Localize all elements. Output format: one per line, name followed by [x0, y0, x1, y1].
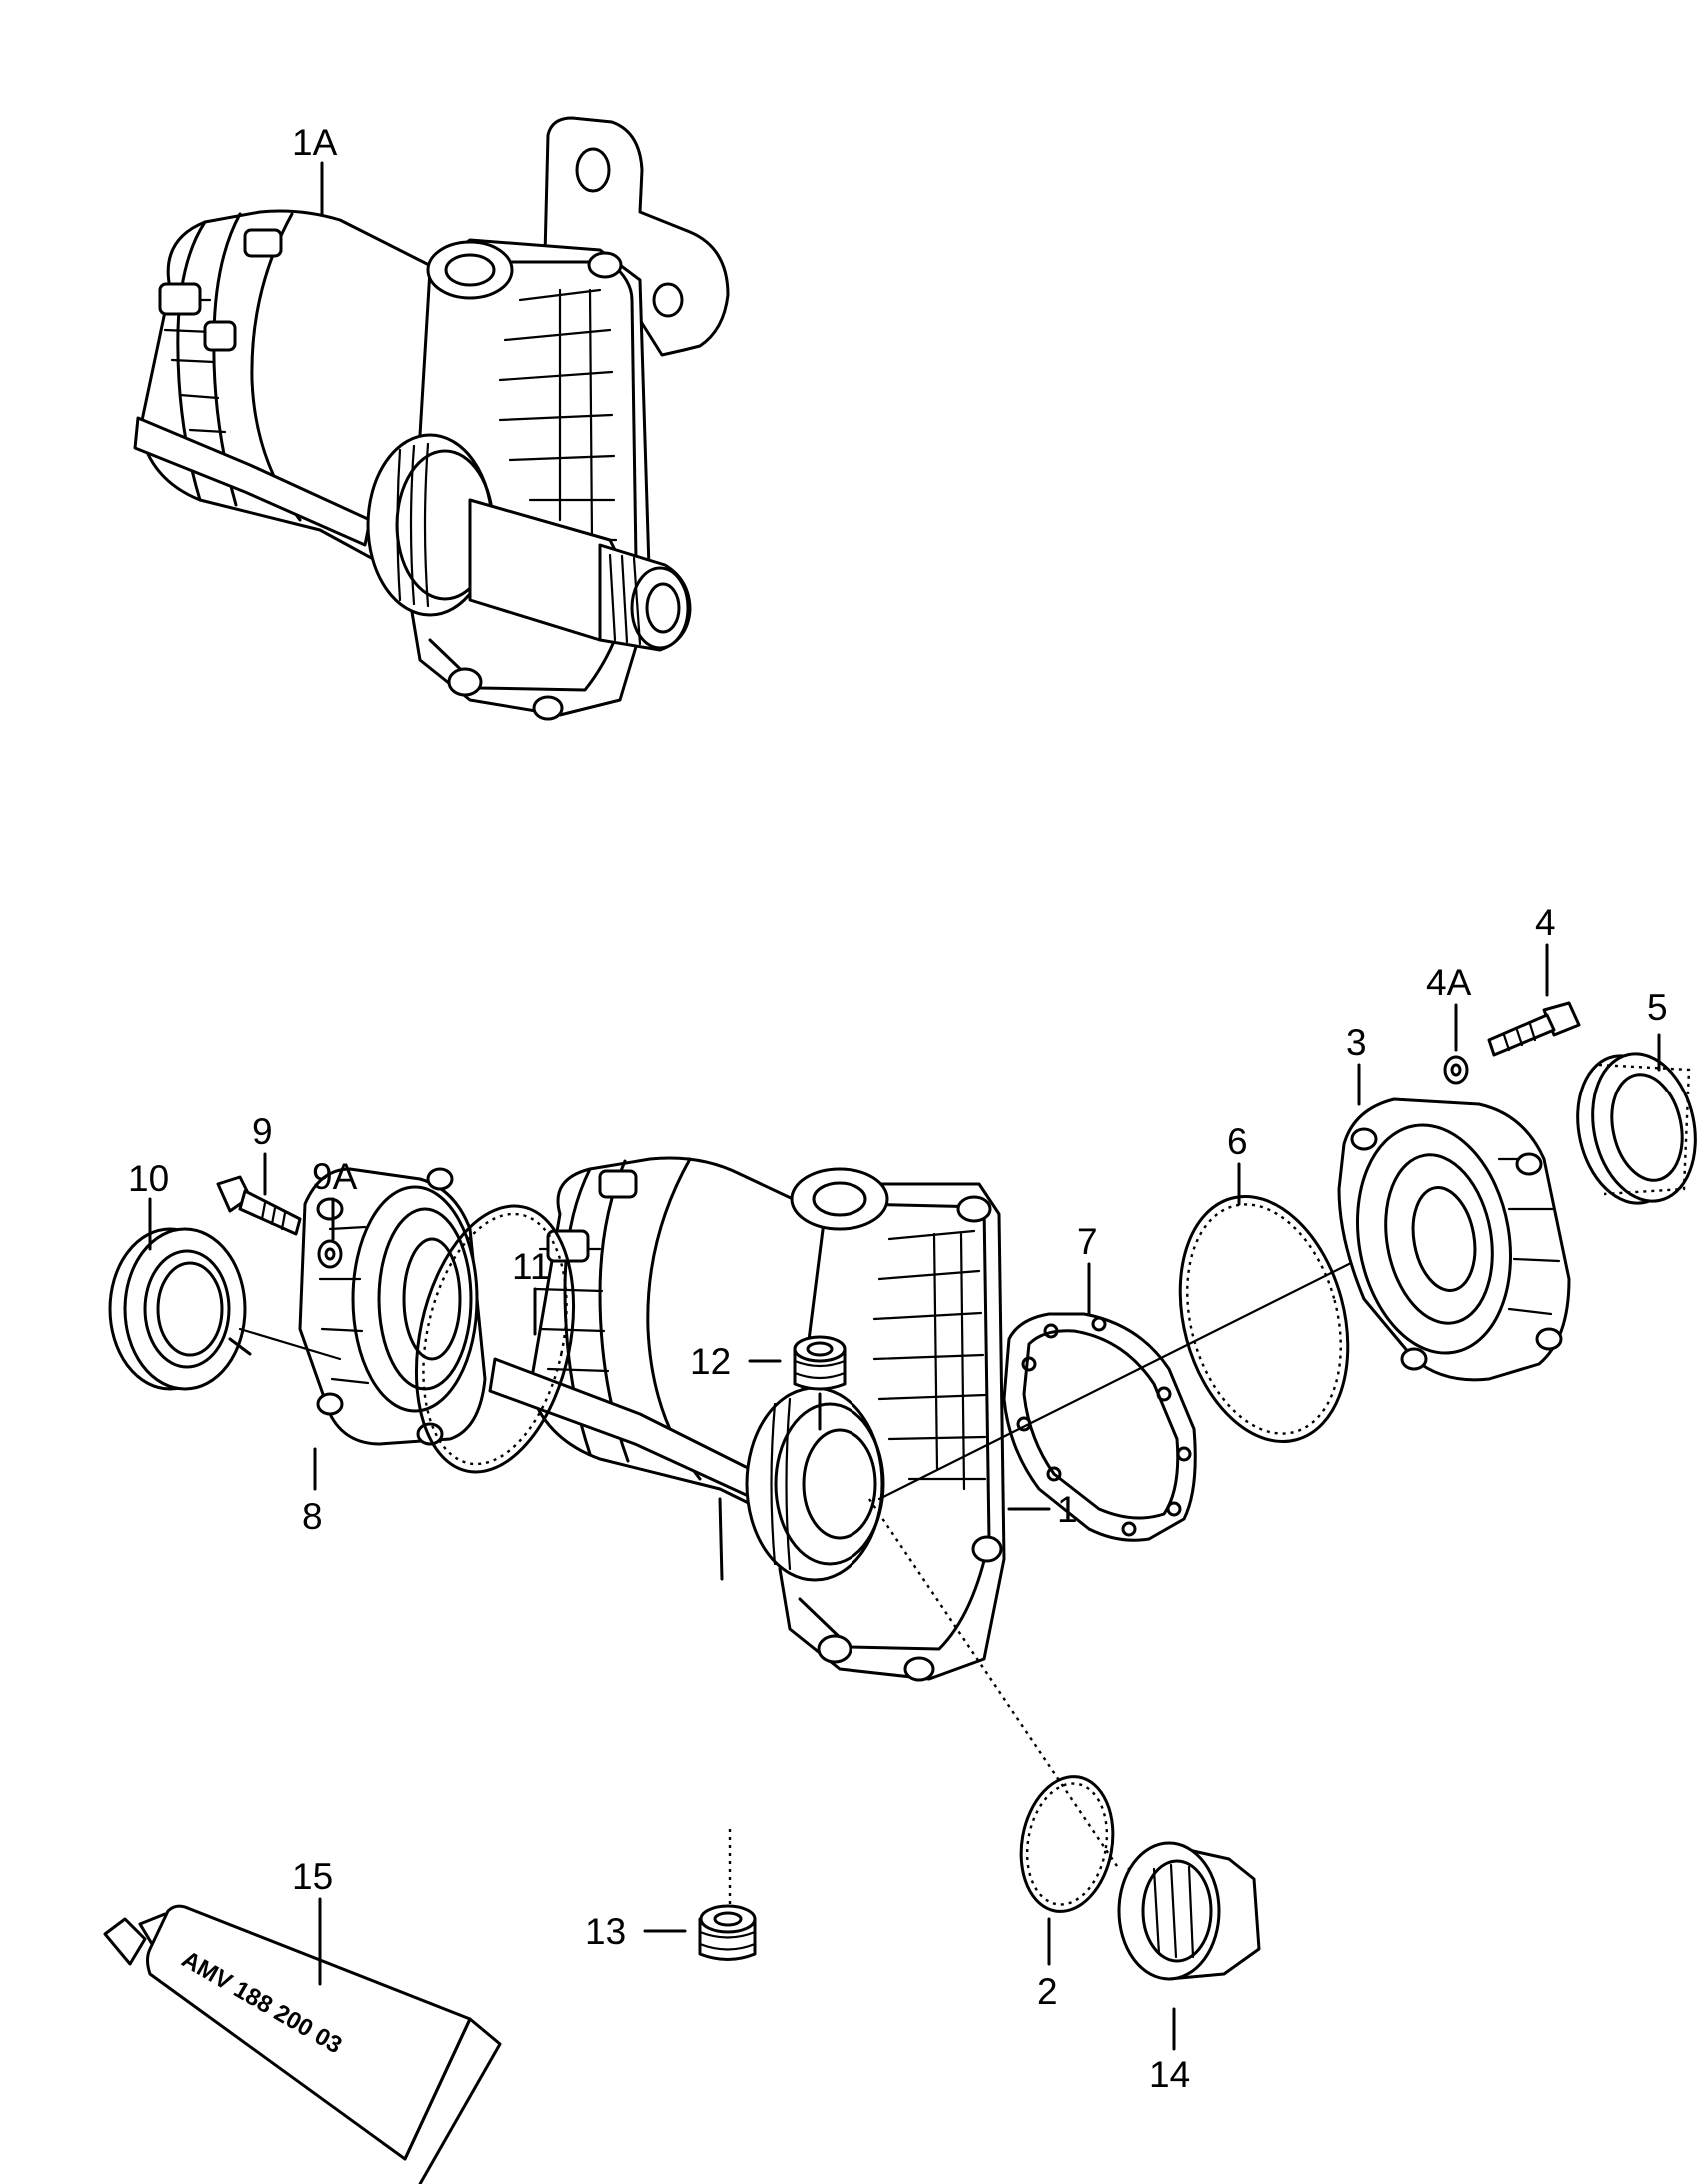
assembly-axis-line	[877, 1222, 1431, 1501]
label-1a: 1A	[292, 122, 338, 163]
label-6: 6	[1227, 1121, 1248, 1162]
part-4-bolt	[1487, 943, 1581, 1057]
label-9: 9	[252, 1111, 273, 1152]
label-14: 14	[1149, 2054, 1190, 2095]
label-2: 2	[1037, 1971, 1058, 2012]
label-3: 3	[1346, 1022, 1367, 1063]
label-8: 8	[302, 1496, 323, 1537]
label-4a: 4A	[1426, 962, 1472, 1003]
part-4a-washer	[1443, 1003, 1469, 1085]
label-9a: 9A	[312, 1156, 358, 1197]
label-11: 11	[512, 1246, 550, 1287]
part-14-sleeve	[868, 1498, 1261, 2051]
part-11-o-ring	[414, 1204, 576, 1474]
part-9-bolt	[216, 1152, 302, 1236]
part-6-o-ring	[1178, 1162, 1350, 1444]
label-5: 5	[1647, 987, 1668, 1028]
part-12-plug	[748, 1335, 847, 1431]
assembly-axis-line-left	[238, 1327, 342, 1361]
part-1-housing	[488, 1156, 1051, 1682]
label-13: 13	[585, 1911, 626, 1952]
label-4: 4	[1535, 902, 1556, 943]
label-7: 7	[1077, 1221, 1098, 1262]
part-15-sealant-tube: AMV 188 200 03	[103, 1897, 502, 2184]
part-3-right-cover	[1337, 1063, 1571, 1382]
part-10-left-seal	[108, 1197, 252, 1391]
part-7-gasket	[1002, 1262, 1197, 1542]
label-15: 15	[292, 1856, 333, 1897]
label-1: 1	[1057, 1489, 1078, 1530]
part-1a-transfer-case-assembly	[133, 116, 730, 721]
part-9a-washer	[317, 1197, 343, 1269]
part-labels: 1A 1 2 3 4 4A 5 6 7 8 9 9A 10 11 12 13 1…	[128, 122, 1668, 2095]
part-5-right-seal	[1576, 1033, 1697, 1205]
part-13-drain-plug	[643, 1829, 757, 1961]
part-8-left-cover	[298, 1167, 487, 1491]
label-12: 12	[690, 1341, 731, 1382]
label-10: 10	[128, 1158, 169, 1199]
part-2-o-ring	[1019, 1775, 1115, 1966]
